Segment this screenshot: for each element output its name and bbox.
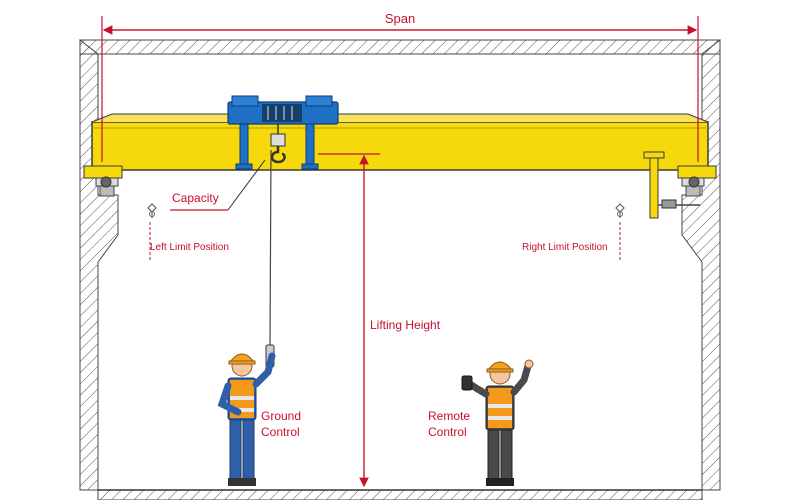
conductor-rail xyxy=(643,151,700,219)
lifting-height-label: Lifting Height xyxy=(370,318,441,332)
electric-hoist-icon xyxy=(227,95,339,170)
radio-remote-icon xyxy=(461,375,473,391)
span-dimension: Span xyxy=(101,11,699,162)
lifting-height-dimension: Lifting Height xyxy=(318,153,441,488)
left-limit-label: Left Limit Position xyxy=(150,242,229,253)
right-limit-label: Right Limit Position xyxy=(522,242,608,253)
ground-control-label-1: Ground xyxy=(261,409,301,423)
span-label: Span xyxy=(385,11,415,26)
ground-control-label-2: Control xyxy=(261,425,300,439)
pendant-cable xyxy=(265,149,275,368)
roof xyxy=(79,39,721,55)
remote-control-label-1: Remote xyxy=(428,409,470,423)
bridge-girder xyxy=(83,113,717,188)
building-structure xyxy=(79,38,721,500)
worker-icon xyxy=(217,352,276,486)
capacity-callout: Capacity xyxy=(170,159,266,211)
right-wall xyxy=(681,38,721,491)
left-wall xyxy=(79,38,119,491)
remote-control-label-2: Control xyxy=(428,425,467,439)
crane-hook-icon xyxy=(270,124,286,164)
worker-icon xyxy=(461,359,534,486)
left-limit-marker: Left Limit Position xyxy=(149,222,229,262)
floor xyxy=(97,489,703,500)
right-limit-marker: Right Limit Position xyxy=(522,222,621,262)
limit-switch-icon xyxy=(615,203,625,218)
girder-beam xyxy=(91,121,709,171)
capacity-label: Capacity xyxy=(172,191,219,205)
limit-switch-icon xyxy=(147,203,157,218)
